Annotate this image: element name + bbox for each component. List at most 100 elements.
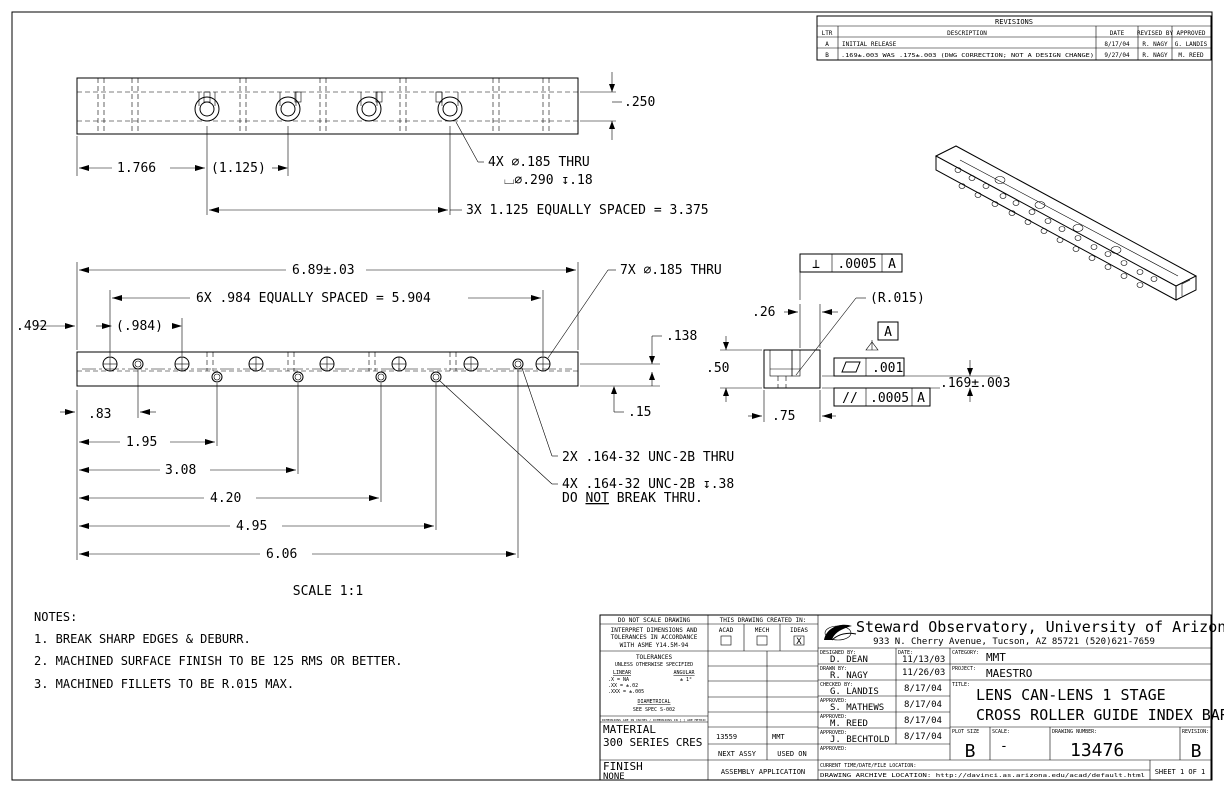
scale-field-label: SCALE: [992,729,1010,735]
dim-169: .169±.003 [940,376,1010,391]
checked-by-label: CHECKED BY: [820,682,853,688]
finish-label: FINISH [603,760,643,773]
next-assy-label: NEXT ASSY [718,750,757,758]
tapped-hole [375,371,387,383]
datum-a-box [877,321,899,341]
diametrical-label: DIAMETRICAL [637,699,670,705]
next-assy-value: 13559 [716,733,737,741]
rev-col-revised-by: REVISED BY [1137,30,1174,37]
current-location-label: CURRENT TIME/DATE/FILE LOCATION: [820,763,916,769]
approved-2: M. REED [830,719,868,729]
do-not-scale: DO NOT SCALE DRAWING [618,617,691,624]
callout-counterbore: ⌴∅.290 ↧.18 [504,173,593,188]
drawn-by-label: DRAWN BY: [820,666,847,672]
organization-address: 933 N. Cherry Avenue, Tucson, AZ 85721 (… [873,637,1155,647]
checked-by: G. LANDIS [830,687,879,697]
tol-linear-label: LINEAR [613,670,632,676]
drawing-number: 13476 [1070,740,1124,761]
callout-2x-tapped: 2X .164-32 UNC-2B THRU [562,450,734,465]
note-item: 2. MACHINED SURFACE FINISH TO BE 125 RMS… [34,654,402,668]
rev-col-approved: APPROVED [1177,30,1206,37]
parallelism-icon: // [842,391,858,406]
checked-date: 8/17/04 [904,684,942,694]
top-view: .250 1.766 (1.125) 4X ∅.185 THRU ⌴∅.290 … [76,72,709,218]
category-label: CATEGORY: [952,650,979,656]
note-item: 3. MACHINED FILLETS TO BE R.015 MAX. [34,677,294,691]
fcf-perpendicularity [799,253,903,273]
dim-75: .75 [772,409,795,424]
par-datum: A [917,391,925,406]
perp-datum: A [888,257,896,272]
archive-location: DRAWING ARCHIVE LOCATION: http://davinci… [820,773,1145,779]
revision-letter: B [1191,741,1202,762]
rev-row-date: 9/27/04 [1104,52,1130,59]
dim-1125-ref: (1.125) [211,161,266,176]
drawing-title-line-2: CROSS ROLLER GUIDE INDEX BAR [976,706,1224,724]
designed-date: 11/13/03 [902,655,945,665]
ideas-check-mark: X [796,637,802,647]
drawing-title-line-1: LENS CAN-LENS 1 STAGE [976,686,1166,704]
rev-row-revised-by: R. NAGY [1142,52,1168,59]
interpret-line-2: TOLERANCES IN ACCORDANCE [611,634,698,641]
see-spec: SEE SPEC S-002 [633,707,675,713]
revisions-table: REVISIONS LTR DESCRIPTION DATE REVISED B… [816,15,1212,61]
used-on-label: USED ON [777,750,807,758]
isometric-view [934,145,1198,301]
designed-by-label: DESIGNED BY: [820,650,856,656]
counterbore-hole [356,91,383,122]
mech-checkbox [756,635,768,646]
tol-xxx: .XXX = ±.005 [608,689,644,695]
dim-26: .26 [752,305,775,320]
perp-tolerance: .0005 [837,257,876,272]
ideas-label: IDEAS [790,627,808,634]
dim-492: .492 [16,319,47,334]
approved-1-date: 8/17/04 [904,700,942,710]
approved-label: APPROVED: [820,714,847,720]
dim-984-ref: (.984) [116,319,163,334]
tapped-hole [211,371,223,383]
rev-row-desc: INITIAL RELEASE [842,41,897,48]
plot-size: B [965,741,976,762]
counterbore-hole [435,91,463,122]
observatory-logo-icon [824,624,857,641]
title-label: TITLE: [952,682,970,688]
date-label: DATE: [898,650,913,656]
created-in-label: THIS DRAWING CREATED IN: [720,617,807,624]
tapped-hole [132,358,144,370]
dim-1766: 1.766 [117,161,156,176]
front-view-outline [76,351,579,387]
flat-tolerance: .001 [872,361,903,376]
material-label: MATERIAL [603,723,656,736]
dim-250: .250 [624,95,655,110]
approved-3: J. BECHTOLD [830,735,890,745]
dim-50: .50 [706,361,729,376]
scale-label: SCALE 1:1 [293,584,363,599]
tol-angular-label: ANGULAR [673,670,695,676]
rev-col-ltr: LTR [822,30,833,37]
mech-label: MECH [755,627,770,634]
rev-row-ltr: B [825,52,829,59]
acad-checkbox [720,635,732,646]
interpret-line-1: INTERPRET DIMENSIONS AND [611,627,698,634]
rev-row-date: 8/17/04 [1104,41,1130,48]
flatness-icon [841,361,861,373]
revision-label: REVISION: [1182,729,1209,735]
approved-1: S. MATHEWS [830,703,884,713]
tol-angular: ± 1° [680,677,692,683]
approved-3-date: 8/17/04 [904,732,942,742]
drawn-date: 11/26/03 [902,668,945,678]
tolerances-heading: TOLERANCES [636,654,673,661]
callout-4x-thru: 4X ∅.185 THRU [488,155,590,170]
rev-col-date: DATE [1110,30,1125,37]
finish-value: NONE [603,772,625,782]
approved-label: APPROVED: [820,698,847,704]
callout-do-not-break: DO NOT BREAK THRU. [562,491,703,506]
plot-size-label: PLOT SIZE [952,729,979,735]
counterbore-hole [194,91,220,122]
note-item: 1. BREAK SHARP EDGES & DEBURR. [34,632,251,646]
datum-a: A [884,325,892,340]
callout-6x-spacing: 6X .984 EQUALLY SPACED = 5.904 [196,291,431,306]
dim-15: .15 [628,405,651,420]
